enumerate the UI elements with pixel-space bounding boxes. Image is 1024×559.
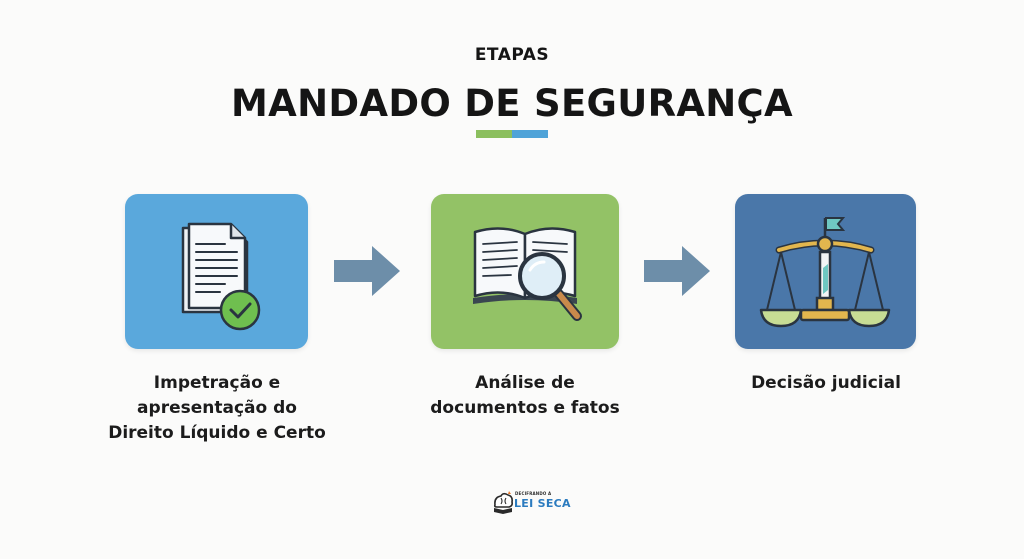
arrow-right-icon [644, 246, 710, 296]
brand-logo: DECIFRANDO A LEI SECA [491, 489, 571, 515]
step-label-decision: Decisão judicial [696, 371, 956, 396]
label-line: documentos e fatos [430, 398, 620, 418]
arrow-right-icon [334, 246, 400, 296]
step-card-petition [125, 194, 308, 349]
label-line: Decisão judicial [751, 373, 901, 393]
justice-scale-icon [759, 217, 891, 328]
step-card-analysis [431, 194, 619, 349]
underline-blue-segment [512, 130, 548, 138]
logo-big-text: LEI SECA [514, 497, 571, 510]
step-card-decision [735, 194, 916, 349]
underline-green-segment [476, 130, 512, 138]
logo-small-text: DECIFRANDO A [515, 491, 552, 496]
kicker-text: ETAPAS [474, 45, 550, 65]
brain-book-icon [493, 491, 513, 514]
title-underline [476, 130, 548, 138]
label-line: Análise de [475, 373, 575, 393]
step-label-analysis: Análise de documentos e fatos [395, 371, 655, 421]
step-label-petition: Impetração e apresentação do Direito Líq… [87, 371, 347, 446]
label-line: apresentação do [137, 398, 297, 418]
label-line: Impetração e [153, 373, 281, 393]
book-magnifier-icon [473, 227, 582, 321]
document-check-icon [181, 222, 261, 331]
page-title: MANDADO DE SEGURANÇA [231, 82, 793, 125]
label-line: Direito Líquido e Certo [108, 423, 326, 443]
